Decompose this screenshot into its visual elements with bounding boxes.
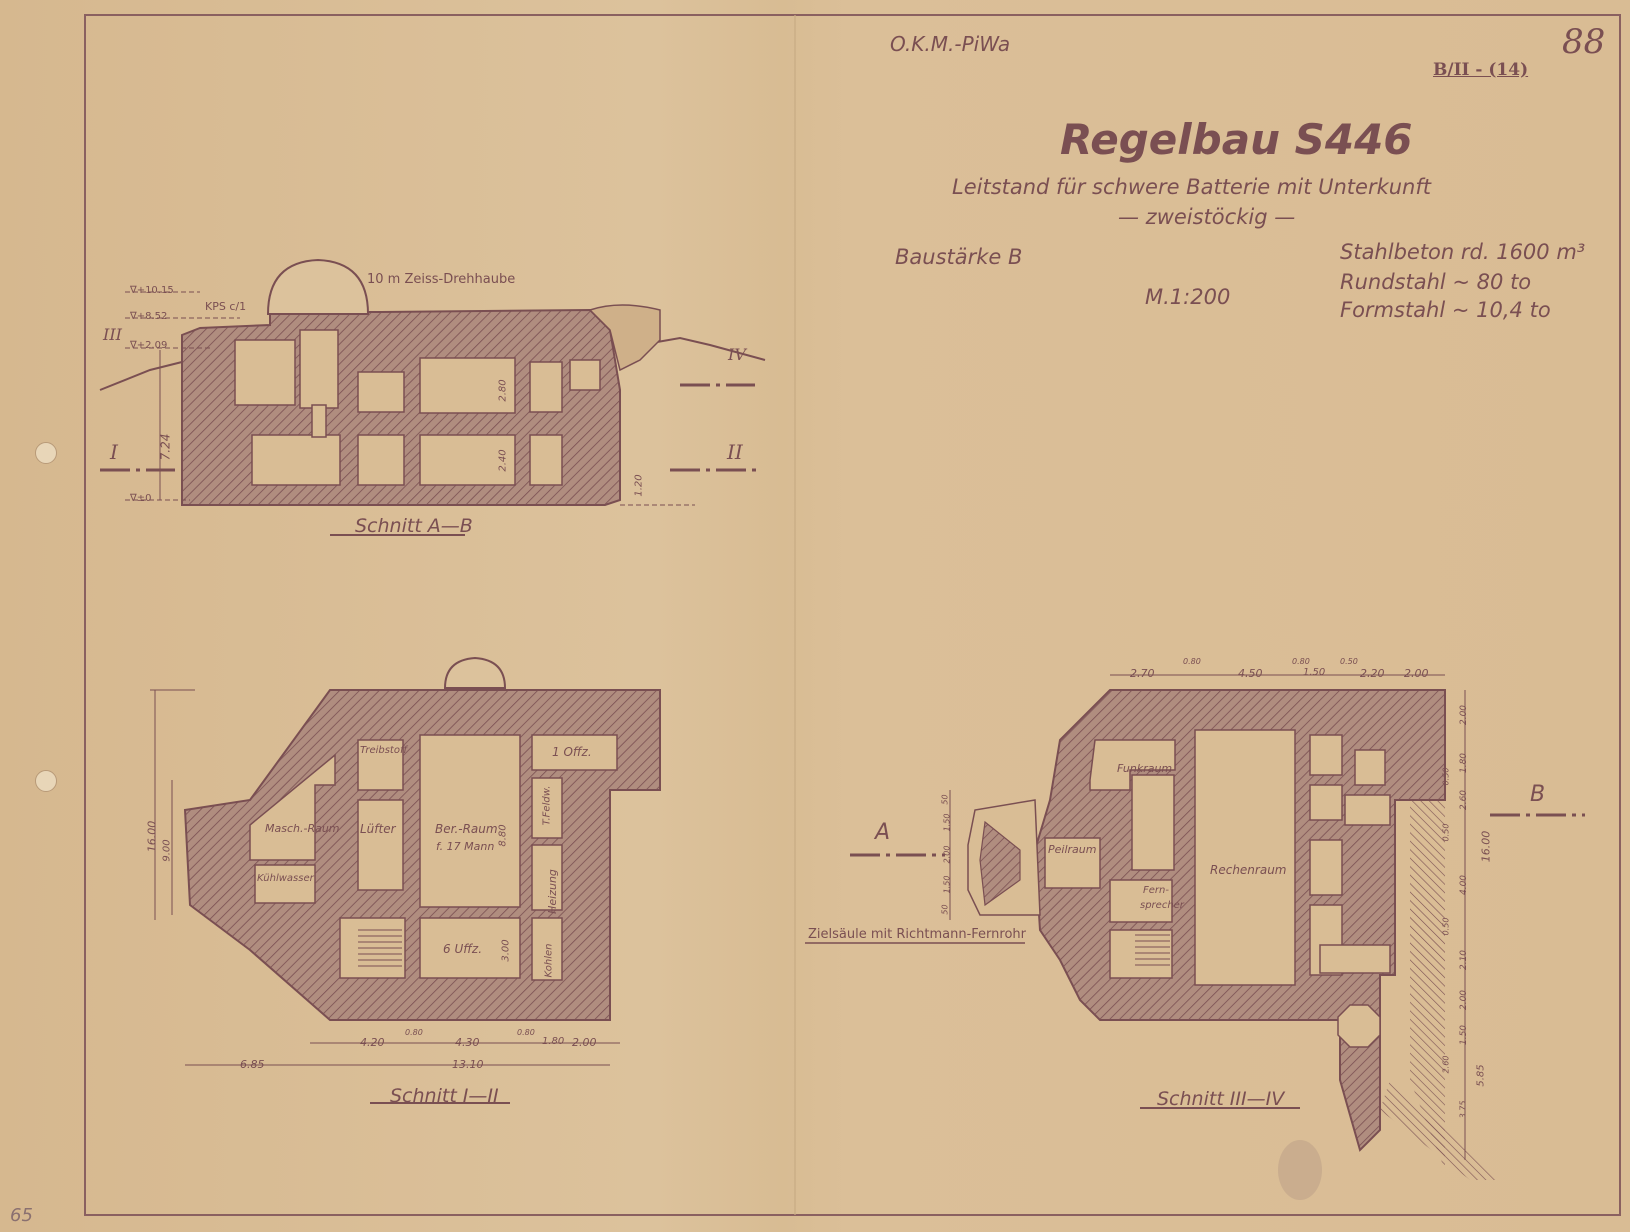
dim-l4: 1.50: [942, 875, 952, 894]
room-kohlen: Kohlen: [543, 943, 555, 978]
dim-b6: 2.00: [572, 1036, 597, 1049]
drawing-reference: B/II - (14): [1433, 60, 1529, 80]
dim-l5: 50: [940, 904, 950, 915]
dim-b5: 1.80: [542, 1036, 565, 1047]
room-ber-raum: Ber.-Raum: [435, 822, 498, 836]
marker-iv: IV: [728, 345, 746, 364]
margin-page-number: 65: [10, 1205, 33, 1226]
dim-upper: 2.80: [497, 379, 509, 402]
dim-width-total: 16.00: [145, 820, 159, 853]
dim-b3: 4.30: [455, 1036, 480, 1049]
section-1-2-caption: Schnitt I—II: [390, 1085, 499, 1107]
cupola-label: 10 m Zeiss-Drehhaube: [367, 272, 516, 287]
dim-l3: 2.00: [942, 845, 952, 864]
dim-l1: 50: [940, 794, 950, 805]
room-ber-raum-capacity: f. 17 Mann: [436, 840, 495, 853]
room-heizung: Heizung: [545, 869, 559, 914]
dim-r8: 0.50: [1441, 917, 1451, 936]
material-form-steel: Formstahl ~ 10,4 to: [1340, 298, 1551, 322]
binder-hole-top: [35, 442, 57, 464]
level-2: ∇+8.52: [130, 311, 168, 322]
level-4: ∇±0: [130, 493, 152, 504]
dim-t8: 2.00: [1404, 667, 1429, 680]
dim-r9: 2.10: [1459, 949, 1470, 971]
dim-b4: 0.80: [517, 1028, 535, 1037]
section-1-2-drawing: [150, 656, 661, 1104]
dim-c2: 13.10: [452, 1058, 484, 1071]
dim-t7: 2.20: [1360, 667, 1385, 680]
dim-r5: 0.50: [1441, 823, 1451, 842]
dim-t4: 0.80: [1292, 657, 1310, 666]
dim-t2: 0.80: [1183, 657, 1201, 666]
dim-t3: 4.50: [1238, 667, 1263, 680]
scale-label: M.1:200: [1145, 285, 1231, 309]
room-kuehlwasser: Kühlwasser: [257, 873, 314, 884]
material-concrete: Stahlbeton rd. 1600 m³: [1340, 240, 1586, 264]
binder-hole-bottom: [35, 770, 57, 792]
dim-b2: 0.80: [405, 1028, 423, 1037]
dim-step: 1.20: [633, 474, 645, 497]
dim-lower: 2.40: [497, 449, 509, 472]
dim-r12: 5.85: [1475, 1064, 1487, 1087]
section-3-4-caption: Schnitt III—IV: [1157, 1088, 1285, 1110]
sheet-number: 88: [1562, 22, 1606, 62]
dim-r2: 1.80: [1459, 752, 1470, 774]
sheet-border: [84, 14, 1621, 1216]
room-6-uffz: 6 Uffz.: [443, 942, 483, 956]
marker-b: B: [1530, 782, 1546, 807]
level-3: ∇+2.09: [130, 340, 168, 351]
dim-t1: 2.70: [1130, 667, 1155, 680]
room-t-feldw: T.Feldw.: [541, 785, 553, 826]
strength-label: Baustärke B: [895, 245, 1023, 269]
section-ab-drawing: [99, 258, 766, 536]
dim-ber-raum: 8.80: [497, 824, 509, 847]
marker-a: A: [875, 820, 891, 845]
office-label: O.K.M.-PiWa: [890, 32, 1011, 56]
dim-r4: 2.60: [1459, 789, 1470, 811]
room-peilraum: Peilraum: [1048, 843, 1097, 856]
dim-r7: 4.00: [1459, 874, 1470, 896]
dim-r10: 2.00: [1459, 989, 1470, 1011]
marker-i: I: [110, 440, 118, 464]
dim-t5: 0.50: [1340, 657, 1358, 666]
dim-r11: 1.50: [1459, 1024, 1470, 1046]
dim-uffz: 3.00: [500, 939, 512, 962]
room-masch-raum: Masch.-Raum: [265, 822, 340, 835]
section-3-4-drawing: [805, 674, 1585, 1200]
dim-l2: 1.50: [942, 813, 952, 832]
room-fernsprecher-2: sprecher: [1140, 900, 1184, 911]
room-rechenraum: Rechenraum: [1210, 863, 1287, 877]
room-luefter: Lüfter: [360, 822, 396, 836]
dim-height: 7.24: [158, 433, 173, 461]
drawing-subtitle-2: — zweistöckig —: [1118, 205, 1296, 229]
material-round-steel: Rundstahl ~ 80 to: [1340, 270, 1532, 294]
room-1-offz: 1 Offz.: [552, 745, 592, 759]
dim-r13: 2.60: [1441, 1055, 1451, 1074]
dim-b1: 4.20: [360, 1036, 385, 1049]
dim-width-inner: 9.00: [161, 839, 173, 862]
marker-iii: III: [103, 325, 122, 344]
room-fernsprecher-1: Fern-: [1143, 885, 1169, 896]
dim-r3: 0.50: [1441, 767, 1451, 786]
dim-t6: 1.50: [1303, 667, 1326, 678]
section-ab-caption: Schnitt A—B: [355, 515, 473, 537]
dim-r6: 16.00: [1479, 830, 1493, 863]
level-1: ∇+10.15: [130, 285, 174, 296]
aiming-post-note: Zielsäule mit Richtmann-Fernrohr: [808, 927, 1026, 942]
dim-r14: 3.75: [1458, 1100, 1468, 1119]
drawing-subtitle: Leitstand für schwere Batterie mit Unter…: [952, 175, 1431, 199]
room-funkraum: Funkraum: [1117, 762, 1173, 775]
room-treibstoff: Treibstoff: [360, 745, 408, 756]
dim-r1: 2.00: [1459, 704, 1470, 726]
dim-c1: 6.85: [240, 1058, 265, 1071]
drawing-title: Regelbau S446: [1060, 115, 1413, 164]
marker-ii: II: [727, 440, 743, 464]
kps-label: KPS c/1: [205, 300, 247, 313]
